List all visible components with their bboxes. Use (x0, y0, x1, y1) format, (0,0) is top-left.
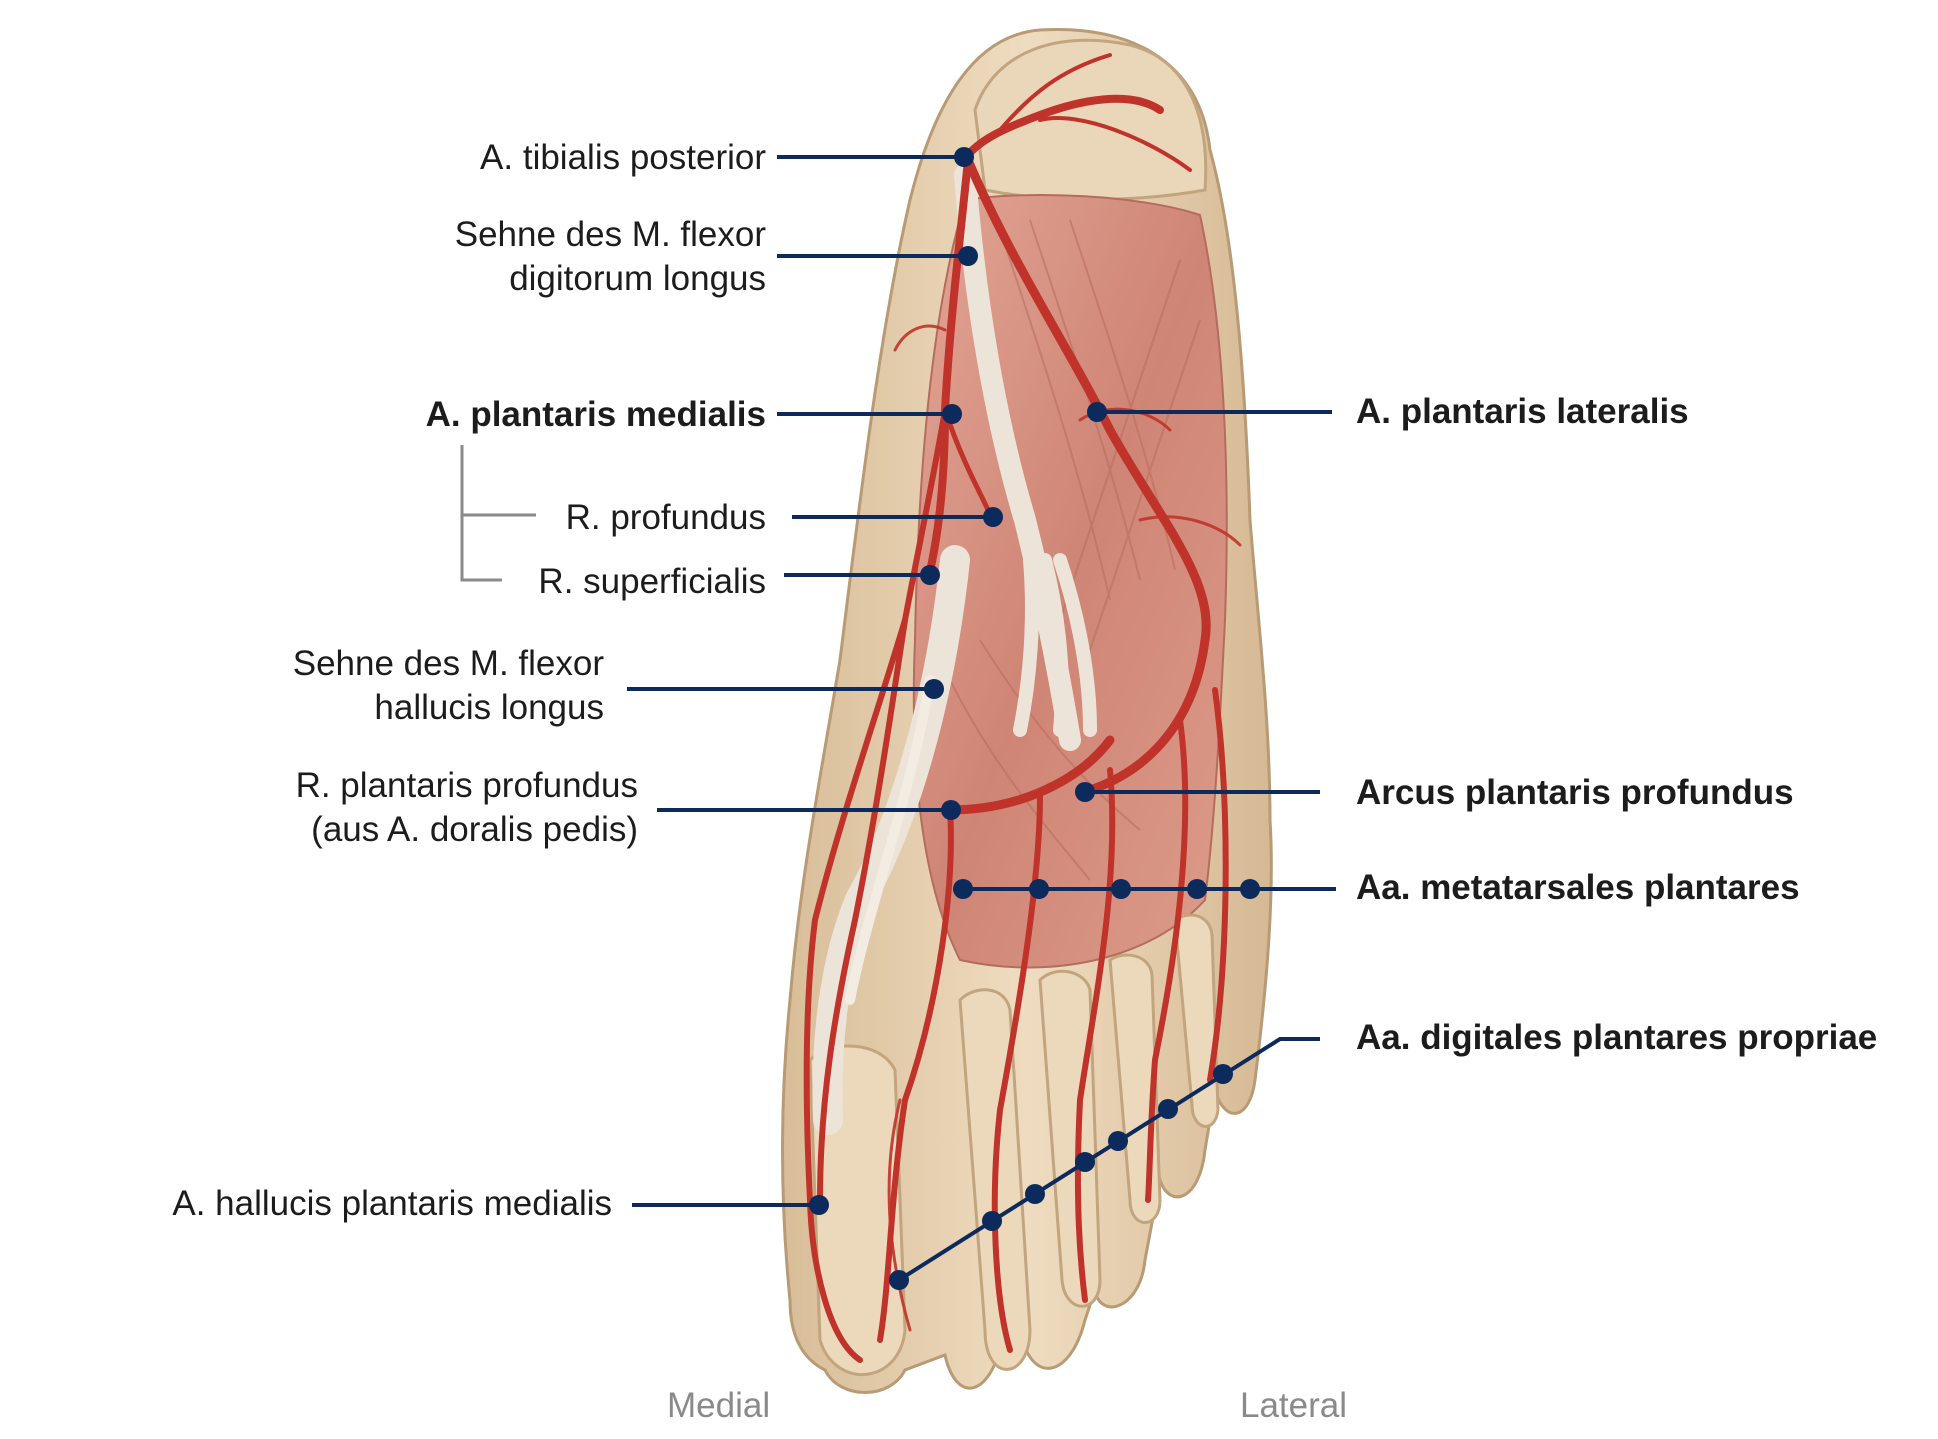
leader-digitales (897, 1037, 1320, 1282)
artery-metatarsal-1 (877, 807, 954, 1343)
label-sehne-fdl-line2: digitorum longus (509, 259, 766, 298)
label-plantaris-lateralis: A. plantaris lateralis (1356, 392, 1689, 431)
label-sehne-fdl-line1: Sehne des M. flexor (454, 215, 766, 254)
branch-bracket (460, 445, 536, 582)
artery-metatarsal-5 (1207, 687, 1229, 1083)
label-hallucis-plantaris-medialis: A. hallucis plantaris medialis (172, 1184, 612, 1223)
label-plantaris-medialis: A. plantaris medialis (425, 395, 766, 434)
label-metatarsales-plantares: Aa. metatarsales plantares (1356, 868, 1800, 907)
label-r-plantaris-profundus-line2: (aus A. doralis pedis) (311, 810, 638, 849)
label-sehne-fhl-line2: hallucis longus (374, 688, 604, 727)
artery-r-superficialis (817, 407, 948, 1203)
toe-5 (1173, 913, 1220, 1128)
label-r-plantaris-profundus-line1: R. plantaris profundus (295, 766, 638, 805)
label-r-profundus: R. profundus (565, 498, 766, 537)
label-tibialis-posterior: A. tibialis posterior (480, 138, 766, 177)
orientation-lateral: Lateral (1240, 1386, 1348, 1425)
label-arcus-plantaris-profundus: Arcus plantaris profundus (1356, 773, 1794, 812)
orientation-medial: Medial (667, 1386, 771, 1425)
label-sehne-fhl-line1: Sehne des M. flexor (292, 644, 604, 683)
label-digitales-plantares-propriae: Aa. digitales plantares propriae (1356, 1018, 1878, 1057)
artery-metatarsal-2 (991, 792, 1043, 1353)
artery-arcus-plantaris (945, 735, 1115, 815)
artery-metatarsal-4 (1145, 717, 1189, 1203)
artery-hallucis-medialis (803, 617, 908, 1363)
artery-tibialis-posterior (961, 94, 1164, 162)
artery-metatarsal-3 (1074, 767, 1116, 1303)
leader-dots (809, 147, 1260, 1290)
label-r-superficialis: R. superficialis (538, 562, 766, 601)
artery-plantaris-lateralis (963, 155, 1211, 795)
